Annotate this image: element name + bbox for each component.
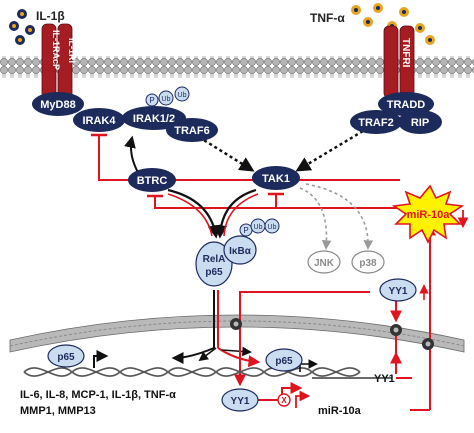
svg-text:Ub: Ub (268, 224, 277, 231)
svg-text:p65: p65 (57, 352, 75, 363)
tak1-node: TAK1 (252, 166, 300, 190)
nuclear-pore-mid (390, 324, 402, 336)
nuclear-membrane (9, 314, 465, 353)
irak-ub-badge: Ub (158, 90, 174, 106)
il1ri-label: IL-1RI (67, 38, 77, 63)
target-genes-line1: IL-6, IL-8, MCP-1, IL-1β, TNF-α (20, 389, 176, 401)
svg-text:Ub: Ub (254, 224, 263, 231)
svg-text:Ub: Ub (162, 96, 171, 103)
yy1-gene-label: YY1 (374, 373, 395, 385)
svg-text:P: P (243, 226, 248, 235)
svg-text:RelA: RelA (203, 254, 226, 265)
rela-p65-complex: RelA p65 (195, 241, 233, 287)
yy1-nuclear-node: YY1 (221, 388, 259, 412)
svg-text:IRAK1/2: IRAK1/2 (133, 113, 175, 125)
svg-text:IRAK4: IRAK4 (82, 115, 116, 127)
ikba-ub-badge-2: Ub (264, 218, 280, 234)
svg-text:p65: p65 (275, 356, 293, 367)
yy1-to-nuclear (239, 291, 370, 380)
svg-text:p65: p65 (205, 267, 223, 278)
traf6-node: TRAF6 (166, 118, 218, 142)
il1b-label: IL-1β (36, 9, 65, 23)
svg-text:p38: p38 (359, 258, 377, 269)
tnf-receptor (383, 25, 415, 99)
rip-node: RIP (398, 110, 442, 134)
inhibition-irak4 (98, 135, 400, 181)
irak-phospho-badge: P (145, 93, 159, 107)
ikba-node: IκBα (223, 235, 257, 265)
dna-helix (23, 367, 361, 377)
mir10a-starburst: miR-10a (391, 184, 465, 244)
svg-text:P: P (149, 96, 154, 105)
p65-nuclear-left: p65 (47, 344, 85, 368)
svg-text:MyD88: MyD88 (40, 99, 75, 111)
svg-text:BTRC: BTRC (137, 175, 168, 187)
svg-text:TRADD: TRADD (387, 99, 426, 111)
svg-text:TAK1: TAK1 (262, 173, 290, 185)
mir10a-label: miR-10a (407, 209, 451, 221)
plasma-membrane (0, 56, 474, 78)
myd88-node: MyD88 (32, 92, 84, 116)
nuclear-pore-right (422, 338, 434, 350)
inhibition-btrc (154, 196, 410, 209)
il1-receptor (41, 23, 73, 105)
irak4-node: IRAK4 (73, 108, 125, 132)
svg-text:IκBα: IκBα (229, 246, 252, 257)
btrc-node: BTRC (128, 168, 176, 192)
irak-ub-badge-2: Ub (174, 86, 190, 102)
traf2-to-tak1 (295, 126, 369, 172)
svg-text:Ub: Ub (178, 92, 187, 99)
mir10a-gene-label: miR-10a (318, 405, 362, 417)
yy1-node: YY1 (379, 278, 417, 302)
repression-x-icon: X (277, 393, 291, 407)
il1racp-label: IL-1RAcP (51, 30, 61, 70)
tnfri-label: TNFRI (400, 38, 411, 68)
ikba-ub-badge: Ub (250, 218, 266, 234)
il1b-ligand-icon (9, 9, 35, 45)
svg-text:YY1: YY1 (389, 286, 408, 297)
svg-text:TRAF6: TRAF6 (174, 125, 209, 137)
p65-nuclear-right: p65 (265, 348, 303, 372)
nuclear-pore-left (230, 318, 242, 330)
traf2-node: TRAF2 (350, 110, 402, 134)
jnk-node: JNK (307, 250, 341, 274)
svg-text:X: X (281, 396, 287, 405)
svg-text:RIP: RIP (411, 117, 429, 129)
ikba-phospho-badge: P (239, 223, 253, 237)
svg-text:YY1: YY1 (231, 396, 250, 407)
tnfa-label: TNF-α (310, 11, 345, 25)
svg-text:TRAF2: TRAF2 (358, 117, 393, 129)
svg-text:JNK: JNK (314, 258, 335, 269)
p38-node: p38 (351, 250, 385, 274)
target-genes-line2: MMP1, MMP13 (20, 405, 96, 417)
traf6-to-tak1 (193, 132, 255, 172)
